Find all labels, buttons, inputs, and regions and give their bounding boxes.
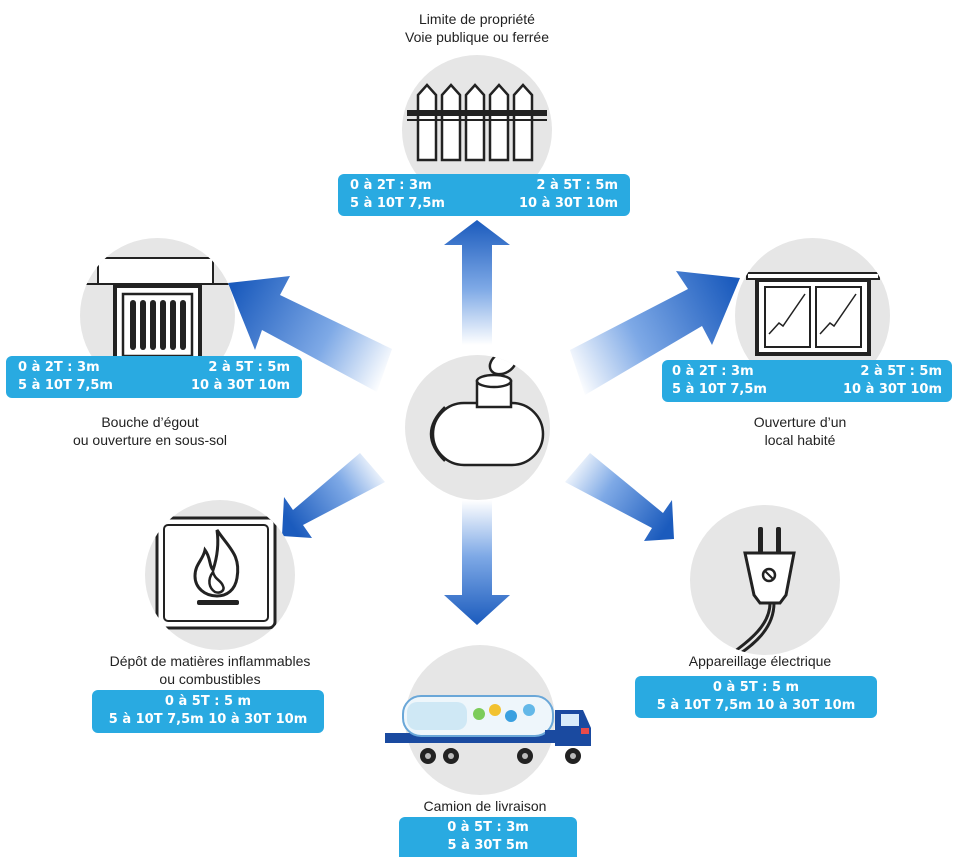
arrow-up — [444, 220, 510, 345]
title-line: Limite de propriété — [419, 11, 535, 27]
title-line: Appareillage électrique — [688, 653, 832, 669]
distance-value: 10 à 30T 10m — [518, 196, 618, 211]
distance-value: 0 à 2T : 3m — [18, 360, 100, 375]
distance-value: 10 à 30T 10m — [842, 382, 942, 397]
distance-value: 2 à 5T : 5m — [860, 364, 942, 379]
distance-value: 0 à 5T : 5 m — [164, 694, 252, 709]
window-distances: 0 à 2T : 3m 2 à 5T : 5m 5 à 10T 7,5m 10 … — [662, 360, 952, 402]
flammables-title: Dépôt de matières inflammables ou combus… — [65, 652, 355, 688]
electrical-distances: 0 à 5T : 5 m 5 à 10T 7,5m 10 à 30T 10m — [635, 676, 877, 718]
arrow-down-left — [282, 453, 385, 538]
property-limit-title: Limite de propriété Voie publique ou fer… — [377, 10, 577, 46]
distance-value: 5 à 30T 5m — [447, 838, 529, 853]
flammables-circle — [145, 500, 295, 650]
arrow-down — [444, 500, 510, 625]
title-line: Voie publique ou ferrée — [405, 29, 549, 45]
property-limit-distances: 0 à 2T : 3m 2 à 5T : 5m 5 à 10T 7,5m 10 … — [338, 174, 630, 216]
distance-value: 0 à 5T : 3m — [447, 820, 529, 835]
title-line: Camion de livraison — [423, 798, 547, 814]
delivery-truck-icon — [383, 688, 603, 773]
sewer-distances: 0 à 2T : 3m 2 à 5T : 5m 5 à 10T 7,5m 10 … — [6, 356, 302, 398]
distance-value: 5 à 10T 7,5m 10 à 30T 10m — [108, 712, 308, 727]
title-line: Dépôt de matières inflammables — [109, 653, 311, 669]
electrical-title: Appareillage électrique — [660, 652, 860, 670]
distance-value: 5 à 10T 7,5m 10 à 30T 10m — [656, 698, 856, 713]
flammables-distances: 0 à 5T : 5 m 5 à 10T 7,5m 10 à 30T 10m — [92, 690, 324, 733]
distance-value: 5 à 10T 7,5m — [672, 382, 767, 397]
title-line: ou ouverture en sous-sol — [72, 432, 228, 448]
distance-value: 5 à 10T 7,5m — [18, 378, 113, 393]
arrow-down-right — [565, 453, 674, 541]
title-line: Bouche d’égout — [101, 414, 199, 430]
electrical-circle — [690, 505, 840, 655]
title-line: Ouverture d’un — [753, 414, 847, 430]
arrow-up-right — [570, 271, 740, 395]
distance-value: 0 à 2T : 3m — [350, 178, 432, 193]
truck-distances: 0 à 5T : 3m 5 à 30T 5m — [399, 817, 577, 857]
center-circle — [405, 355, 550, 500]
truck-title: Camion de livraison — [385, 797, 585, 815]
distance-value: 2 à 5T : 5m — [208, 360, 290, 375]
distance-value: 0 à 5T : 5 m — [712, 680, 800, 695]
distance-value: 2 à 5T : 5m — [536, 178, 618, 193]
window-title: Ouverture d’un local habité — [710, 413, 890, 449]
arrow-up-left — [228, 276, 392, 392]
distance-value: 0 à 2T : 3m — [672, 364, 754, 379]
distance-value: 10 à 30T 10m — [190, 378, 290, 393]
distance-value: 5 à 10T 7,5m — [350, 196, 445, 211]
title-line: ou combustibles — [159, 671, 261, 687]
title-line: local habité — [764, 432, 836, 448]
sewer-title: Bouche d’égout ou ouverture en sous-sol — [40, 413, 260, 449]
